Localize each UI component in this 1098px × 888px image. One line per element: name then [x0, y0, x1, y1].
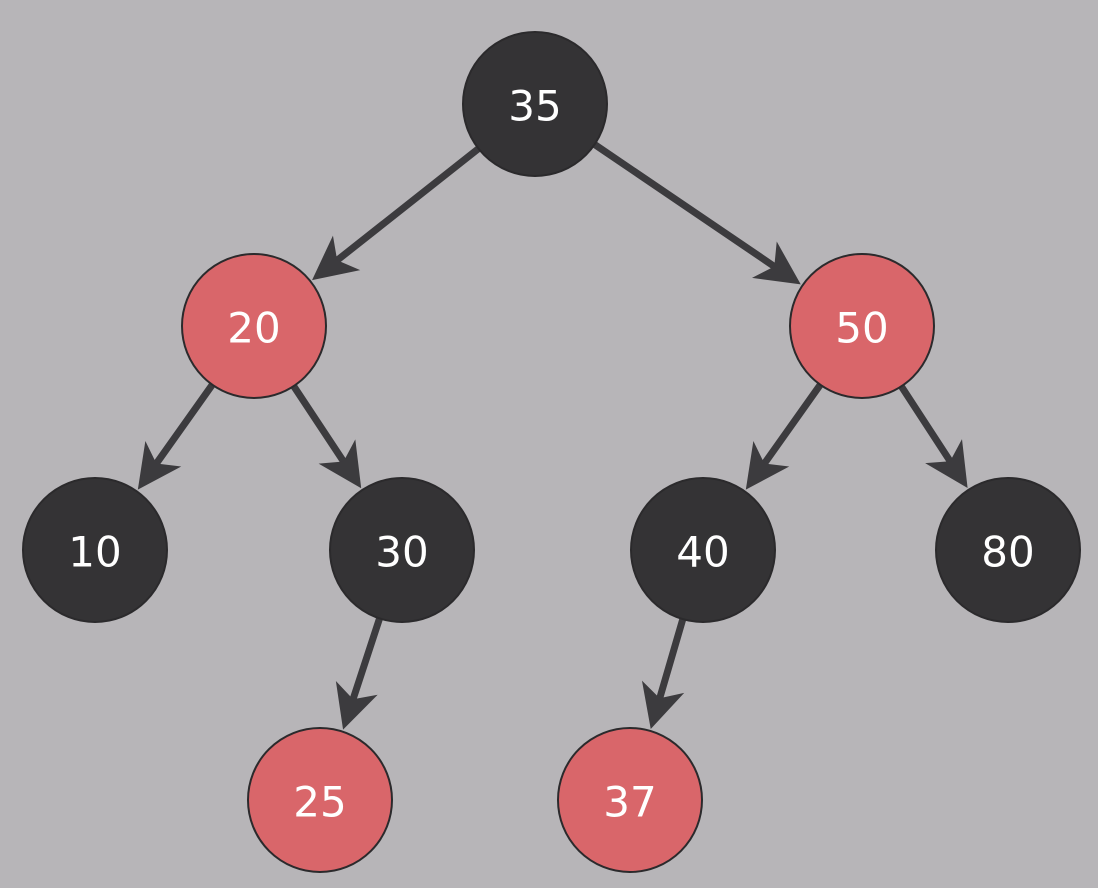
- arrowhead-icon: [641, 680, 685, 729]
- node-value-label: 10: [68, 528, 121, 577]
- edge-line: [348, 613, 384, 705]
- red-node-circle: [557, 727, 703, 873]
- edge-50-to-40: [745, 379, 825, 490]
- tree-node-20: 20: [181, 253, 327, 399]
- edge-line: [151, 379, 217, 469]
- nodes-layer: 35 20 50 10 30 40 80 25 37: [22, 31, 1081, 873]
- node-value-label: 40: [676, 528, 729, 577]
- tree-node-30: 30: [329, 477, 475, 623]
- arrowhead-icon: [137, 441, 182, 490]
- arrowhead-icon: [318, 439, 362, 489]
- node-value-label: 25: [293, 778, 346, 827]
- edge-35-to-50: [589, 139, 801, 285]
- edge-35-to-20: [312, 143, 484, 281]
- arrowhead-icon: [335, 681, 378, 730]
- tree-node-10: 10: [22, 477, 168, 623]
- tree-node-40: 40: [630, 477, 776, 623]
- tree-node-25: 25: [247, 727, 393, 873]
- black-node-circle: [22, 477, 168, 623]
- edge-line: [289, 380, 349, 467]
- node-value-label: 37: [603, 778, 656, 827]
- edge-50-to-80: [896, 381, 968, 489]
- edge-20-to-10: [137, 379, 217, 490]
- edge-40-to-37: [641, 613, 687, 729]
- edge-30-to-25: [335, 613, 384, 730]
- edge-20-to-30: [289, 380, 362, 489]
- black-node-circle: [630, 477, 776, 623]
- node-value-label: 80: [981, 528, 1034, 577]
- tree-node-37: 37: [557, 727, 703, 873]
- arrowhead-icon: [925, 439, 968, 489]
- arrowhead-icon: [312, 235, 361, 281]
- arrowhead-icon: [752, 241, 801, 285]
- edge-line: [759, 379, 825, 469]
- red-node-circle: [789, 253, 935, 399]
- red-node-circle: [181, 253, 327, 399]
- tree-node-35: 35: [462, 31, 608, 177]
- node-value-label: 20: [227, 304, 280, 353]
- red-node-circle: [247, 727, 393, 873]
- node-value-label: 50: [835, 304, 888, 353]
- edge-line: [896, 381, 955, 467]
- tree-node-50: 50: [789, 253, 935, 399]
- black-node-circle: [935, 477, 1081, 623]
- black-node-circle: [462, 31, 608, 177]
- node-value-label: 30: [375, 528, 428, 577]
- arrowhead-icon: [745, 441, 790, 490]
- edges-layer: [137, 139, 968, 730]
- edge-line: [655, 613, 687, 704]
- node-value-label: 35: [508, 82, 561, 131]
- edge-line: [332, 143, 484, 266]
- tree-node-80: 80: [935, 477, 1081, 623]
- black-node-circle: [329, 477, 475, 623]
- edge-line: [589, 139, 780, 272]
